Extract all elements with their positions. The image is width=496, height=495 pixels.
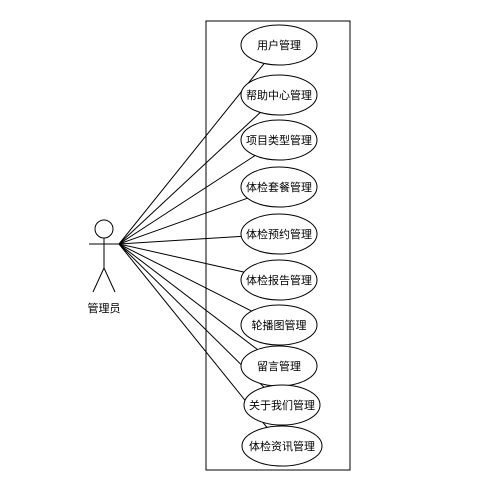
- use-case-message-management: 留言管理: [240, 345, 318, 387]
- use-case-ellipse: [240, 166, 318, 208]
- use-case-ellipse: [240, 119, 318, 161]
- association-line: [118, 243, 245, 273]
- association-line: [118, 243, 268, 428]
- use-case-ellipse: [240, 74, 318, 116]
- use-case-user-management: 用户管理: [240, 24, 318, 66]
- actor-head: [94, 219, 114, 239]
- use-case-ellipse: [243, 384, 321, 426]
- actor-label: 管理员: [88, 301, 121, 315]
- use-case-label: 项目类型管理: [246, 133, 312, 147]
- actor-admin: 管理员: [88, 219, 121, 315]
- association-line: [118, 243, 252, 312]
- use-case-label: 体检资讯管理: [249, 439, 315, 453]
- use-case-label: 轮播图管理: [252, 318, 307, 332]
- use-case-label: 关于我们管理: [249, 398, 315, 412]
- use-case-label: 留言管理: [257, 359, 301, 373]
- use-case-checkup-appointment-management: 体检预约管理: [240, 213, 318, 255]
- use-case-ellipse: [240, 259, 318, 301]
- actor-left-leg: [92, 267, 105, 293]
- use-case-checkup-package-management: 体检套餐管理: [240, 166, 318, 208]
- use-case-group: 用户管理 帮助中心管理 项目类型管理 体检套餐管理 体检预约管理 体检报告管理 …: [240, 24, 323, 467]
- use-case-label: 体检套餐管理: [246, 180, 312, 194]
- use-case-ellipse: [240, 304, 318, 346]
- use-case-carousel-management: 轮播图管理: [240, 304, 318, 346]
- association-line: [118, 155, 256, 245]
- use-case-about-us-management: 关于我们管理: [243, 384, 321, 426]
- actor-right-leg: [103, 267, 116, 293]
- association-line: [118, 243, 265, 388]
- association-line: [118, 235, 242, 245]
- use-case-health-news-management: 体检资讯管理: [241, 425, 323, 467]
- association-line: [118, 197, 248, 245]
- use-case-ellipse: [240, 24, 318, 66]
- use-case-ellipse: [240, 213, 318, 255]
- use-case-checkup-report-management: 体检报告管理: [240, 259, 318, 301]
- use-case-label: 用户管理: [257, 38, 301, 52]
- association-line: [118, 243, 258, 350]
- use-case-project-type-management: 项目类型管理: [240, 119, 318, 161]
- association-line: [118, 63, 265, 245]
- use-case-label: 体检报告管理: [246, 273, 312, 287]
- association-lines: [118, 63, 268, 428]
- use-case-label: 帮助中心管理: [246, 88, 312, 102]
- use-case-help-center-management: 帮助中心管理: [240, 74, 318, 116]
- association-line: [118, 112, 261, 245]
- use-case-label: 体检预约管理: [246, 227, 312, 241]
- use-case-ellipse: [241, 425, 323, 467]
